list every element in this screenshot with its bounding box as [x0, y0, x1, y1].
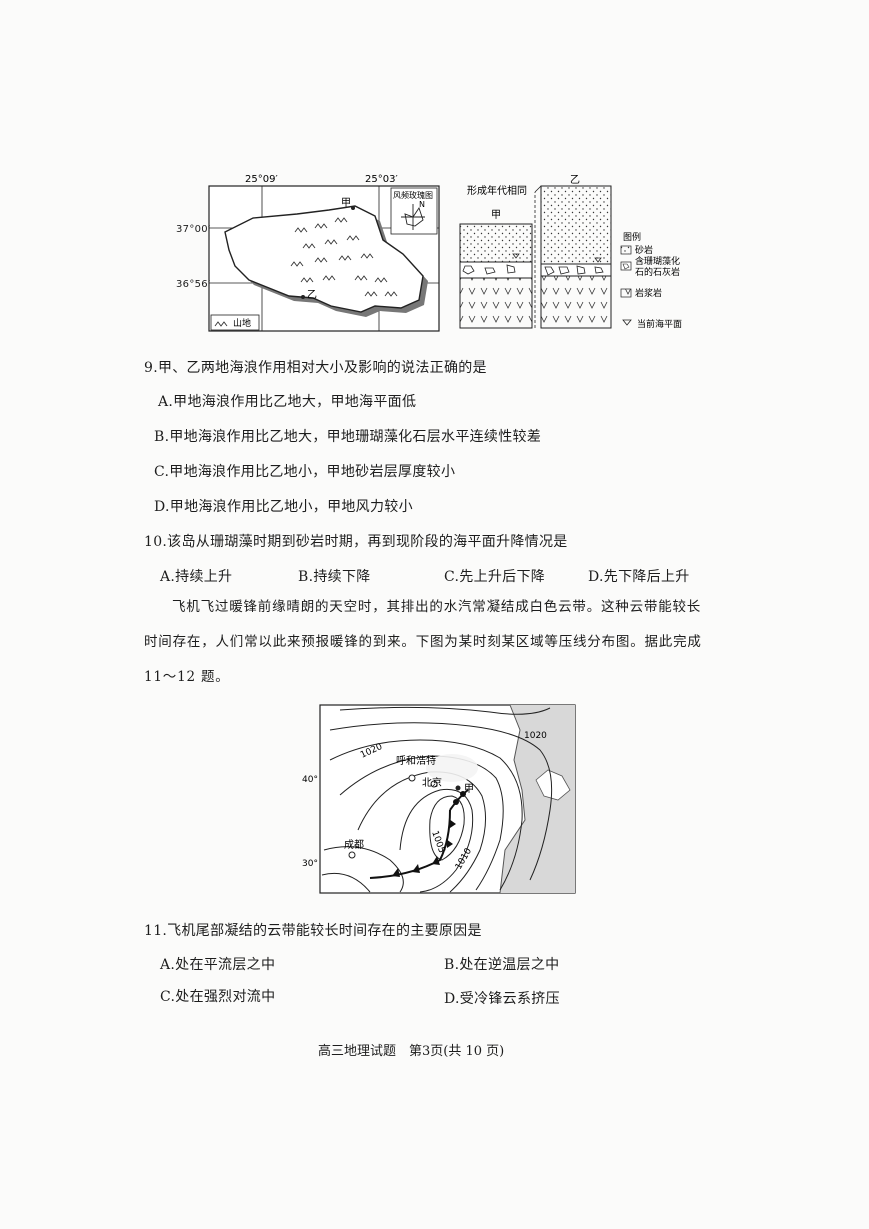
q10-option-a: A.持续上升 — [160, 569, 233, 585]
q10-option-c: C.先上升后下降 — [444, 569, 546, 585]
lon-right-label: 25°03′ — [365, 174, 398, 185]
point-yi-label: 乙 — [307, 289, 317, 301]
q9-option-b: B.甲地海浪作用比乙地大，甲地珊瑚藻化石层水平连续性较差 — [154, 429, 542, 445]
wind-rose-title: 风频玫瑰图 — [393, 190, 433, 200]
lat-40-label: 40° — [302, 775, 318, 785]
island-map-figure: 25°09′ 25°03′ 甲 乙 风频玫瑰图 N 山地 — [208, 174, 440, 332]
passage-line-2: 时间存在，人们常以此来预报暖锋的到来。下图为某时刻某区域等压线分布图。据此完成 — [144, 634, 702, 650]
page-footer: 高三地理试题 第3页(共 10 页) — [318, 1044, 505, 1059]
strata-jia-label: 甲 — [491, 210, 501, 221]
q11-stem: 11.飞机尾部凝结的云带能较长时间存在的主要原因是 — [144, 923, 482, 939]
lat-30-label: 30° — [302, 859, 318, 869]
city-beijing: 北京 — [422, 776, 442, 789]
city-hohhot: 呼和浩特 — [396, 755, 436, 767]
q9-option-a: A.甲地海浪作用比乙地大，甲地海平面低 — [158, 394, 417, 410]
q9-stem: 9.甲、乙两地海浪作用相对大小及影响的说法正确的是 — [144, 360, 487, 376]
mountain-legend-label: 山地 — [233, 317, 251, 329]
legend-magma: 岩浆岩 — [635, 287, 662, 299]
q11-option-a: A.处在平流层之中 — [160, 957, 276, 973]
q9-option-c: C.甲地海浪作用比乙地小，甲地砂岩层厚度较小 — [154, 464, 456, 480]
strata-yi-label: 乙 — [570, 174, 580, 186]
q11-option-b: B.处在逆温层之中 — [444, 957, 560, 973]
legend-title: 图例 — [623, 231, 641, 243]
passage-line-1: 飞机飞过暖锋前缘晴朗的天空时，其排出的水汽常凝结成白色云带。这种云带能较长 — [172, 599, 702, 615]
lat-top-label: 37°00′ — [176, 224, 211, 235]
lon-left-label: 25°09′ — [245, 174, 278, 185]
q10-option-d: D.先下降后上升 — [588, 569, 690, 585]
strata-note: 形成年代相同 — [467, 184, 527, 197]
q9-option-d: D.甲地海浪作用比乙地小，甲地风力较小 — [154, 499, 413, 515]
legend-coral-1: 含珊瑚藻化 — [635, 255, 680, 267]
q10-stem: 10.该岛从珊瑚藻时期到砂岩时期，再到现阶段的海平面升降情况是 — [144, 534, 568, 550]
legend-sandstone: 砂岩 — [635, 244, 653, 256]
lat-bottom-label: 36°56′ — [176, 279, 211, 290]
legend-sealevel: 当前海平面 — [637, 318, 682, 330]
north-label: N — [419, 200, 425, 209]
q11-option-d: D.受冷锋云系挤压 — [444, 991, 560, 1007]
isobar-figure: 1020 1020 1005 1010 呼和浩特 北京 成都 甲 40° 30° — [302, 704, 576, 894]
point-jia-label: 甲 — [341, 198, 351, 209]
city-chengdu: 成都 — [344, 839, 364, 851]
q10-option-b: B.持续下降 — [298, 569, 371, 585]
isobar-1020-top: 1020 — [524, 731, 547, 741]
strata-figure: 形成年代相同 甲 乙 图例 砂岩 含珊瑚藻化 石的石灰岩 岩浆岩 当前海平面 — [459, 174, 682, 330]
legend-coral-2: 石的石灰岩 — [635, 266, 680, 278]
q11-option-c: C.处在强烈对流中 — [160, 989, 276, 1005]
point-jia-weather: 甲 — [464, 784, 474, 795]
passage-line-3: 11～12 题。 — [144, 669, 230, 685]
